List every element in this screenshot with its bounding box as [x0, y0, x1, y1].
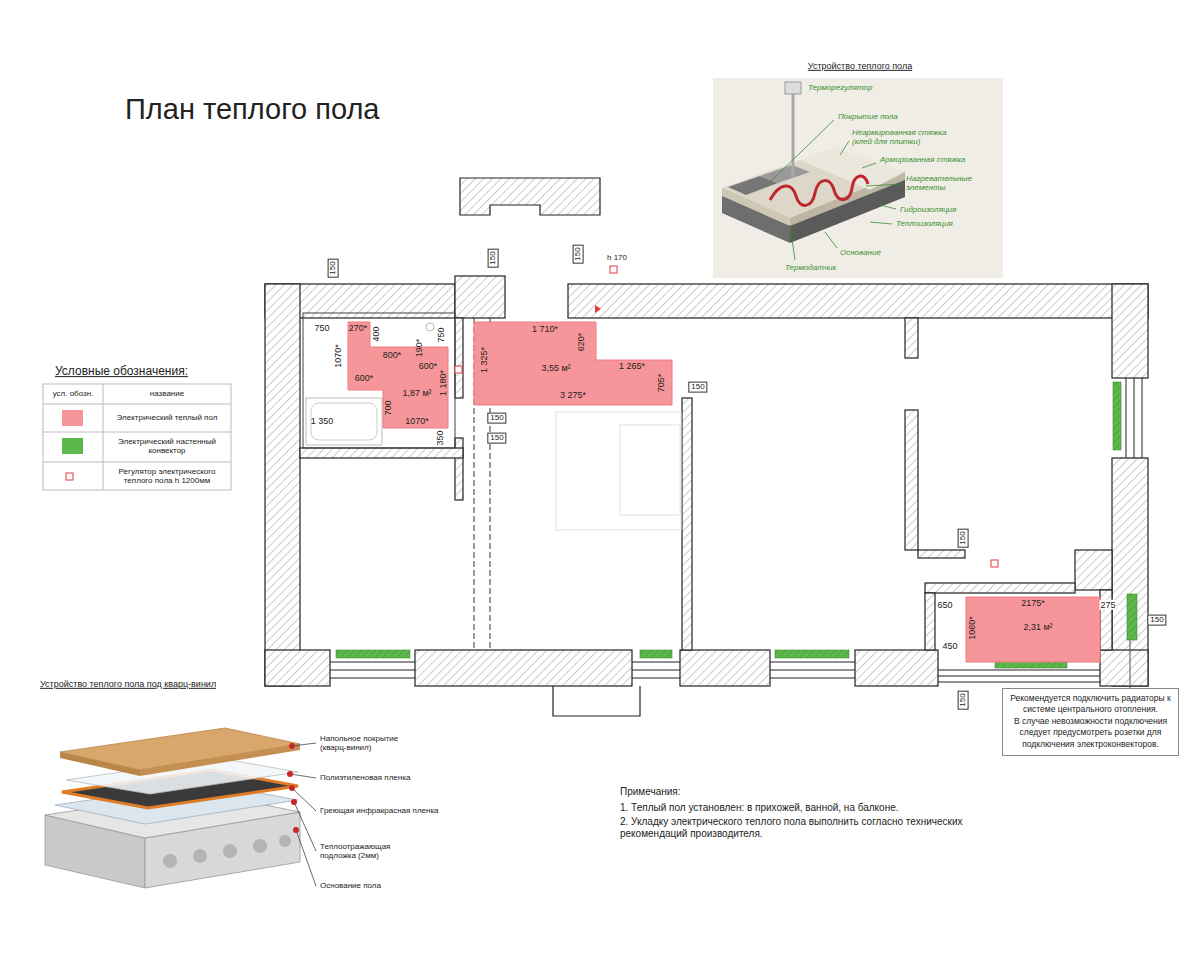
callout-label: Армированная стяжка [880, 155, 965, 164]
notes-heading: Примечания: [620, 786, 681, 798]
dimension-label: 750 [436, 327, 446, 342]
callout-label: Термодатчик [785, 263, 836, 272]
callout-label: Неармированная стяжка (клей для плитки) [852, 128, 952, 146]
legend-swatch [62, 410, 83, 426]
note-box: Рекомендуется подключить радиаторы к сис… [1002, 688, 1179, 756]
callout-label: Нагревательные элементы [906, 174, 978, 192]
dimension-label: 700 [383, 400, 393, 415]
dimension-label: 800* [383, 350, 402, 360]
bathtub [306, 398, 382, 445]
dimension-label: 2175* [1021, 598, 1045, 608]
dimension-label: 1 350 [311, 416, 334, 426]
note-paragraph: Рекомендуется подключить радиаторы к сис… [1009, 693, 1172, 716]
height-tag: 150 [688, 382, 707, 393]
dimension-label: 350 [435, 430, 445, 445]
dimension-label: 620* [576, 333, 586, 352]
layer-label: Греющая инфракрасная пленка [320, 806, 439, 815]
dimension-label: 1 180* [438, 370, 448, 396]
legend-table [43, 384, 231, 490]
height-tag: 150 [958, 528, 969, 547]
bathroom-outline [303, 313, 455, 448]
dimension-label: 190* [414, 339, 424, 358]
layer-label: Полиэтиленовая пленка [320, 773, 410, 782]
heated-zone-fill [966, 597, 1100, 662]
dimension-label: 1 325* [479, 347, 489, 373]
callout-label: Гидроизоляция [900, 205, 956, 214]
note-text: 2. Укладку электрического теплого пола в… [620, 816, 1000, 839]
regulator-mark [595, 305, 601, 313]
dimension-label: 275 [1099, 600, 1116, 610]
leader-line [1130, 640, 1131, 688]
callout-label: Покрытие пола [838, 112, 898, 121]
note-text: 1. Теплый пол установлен: в прихожей, ва… [620, 802, 899, 814]
dimension-label: 600* [419, 361, 438, 371]
callout-label: Основание [840, 248, 881, 257]
zone-area: 3,55 м² [541, 363, 570, 373]
wall [460, 178, 600, 215]
height-tag: 150 [487, 433, 506, 444]
height-tag: 150 [573, 244, 584, 263]
height-tag: 150 [1147, 615, 1166, 626]
furniture [620, 425, 680, 515]
walls [265, 276, 1148, 686]
floor-heating-illustration [713, 78, 1003, 278]
section-heading: Устройство теплого пола под кварц-винил [40, 679, 216, 689]
bathtub [311, 403, 377, 440]
dimension-label: 3 275* [560, 390, 586, 400]
dimension-label: 705* [656, 374, 666, 393]
legend-text: Электрический настенный конвектор [105, 437, 229, 455]
height-label: h 170 [607, 253, 627, 262]
layer-label: Напольное покрытие (кварц-винил) [320, 734, 420, 752]
height-tag: 150 [488, 248, 499, 267]
table-header: усл. обозн. [53, 389, 94, 398]
dimension-label: 1 710* [532, 324, 558, 334]
dimension-label: 1 265* [619, 361, 645, 371]
dimension-label: 1070* [405, 416, 429, 426]
legend-text: Регулятор электрического теплого пола h … [105, 467, 229, 485]
legend-swatch [62, 438, 83, 454]
heated-zone-fill [474, 322, 672, 405]
dimension-label: 600* [355, 373, 374, 383]
furniture [556, 412, 681, 530]
dimension-label: 750 [314, 323, 329, 333]
layer-label: Теплоотражающая подложка (2мм) [320, 842, 416, 860]
height-tag: 150 [958, 690, 969, 709]
height-tag: 150 [328, 258, 339, 277]
section-heading: Устройство теплого пола [808, 61, 912, 71]
heated-zone-fill [348, 322, 448, 428]
sink [426, 323, 434, 331]
table-header: название [150, 389, 184, 398]
layer-label: Основание пола [320, 881, 381, 890]
regulators [455, 266, 998, 567]
legend-regulator-sample [66, 473, 73, 480]
callout-label: Терморегулятор [808, 83, 872, 92]
zone-area: 2,31 м² [1023, 622, 1052, 632]
windows [330, 378, 1142, 682]
quartz-vinyl-illustration [45, 728, 316, 888]
legend-text: Электрический теплый пол [105, 413, 229, 422]
dimension-label: 450 [941, 641, 958, 651]
height-tag: 150 [487, 413, 506, 424]
dimension-label: 650 [937, 600, 952, 610]
callout-label: Теплоизоляция [896, 219, 953, 228]
note-paragraph: В случае невозможности подключения следу… [1009, 716, 1172, 750]
dimension-label: 400 [371, 326, 381, 341]
page-title: План теплого пола [125, 93, 380, 126]
bay-outline [553, 686, 640, 716]
dimension-label: 270* [349, 323, 368, 333]
dimension-label: 1070* [333, 344, 343, 368]
dimension-label: 1060* [967, 616, 977, 640]
legend-heading: Условные обозначения: [55, 365, 188, 379]
convectors [336, 382, 1137, 668]
zone-area: 1,87 м² [402, 388, 431, 398]
